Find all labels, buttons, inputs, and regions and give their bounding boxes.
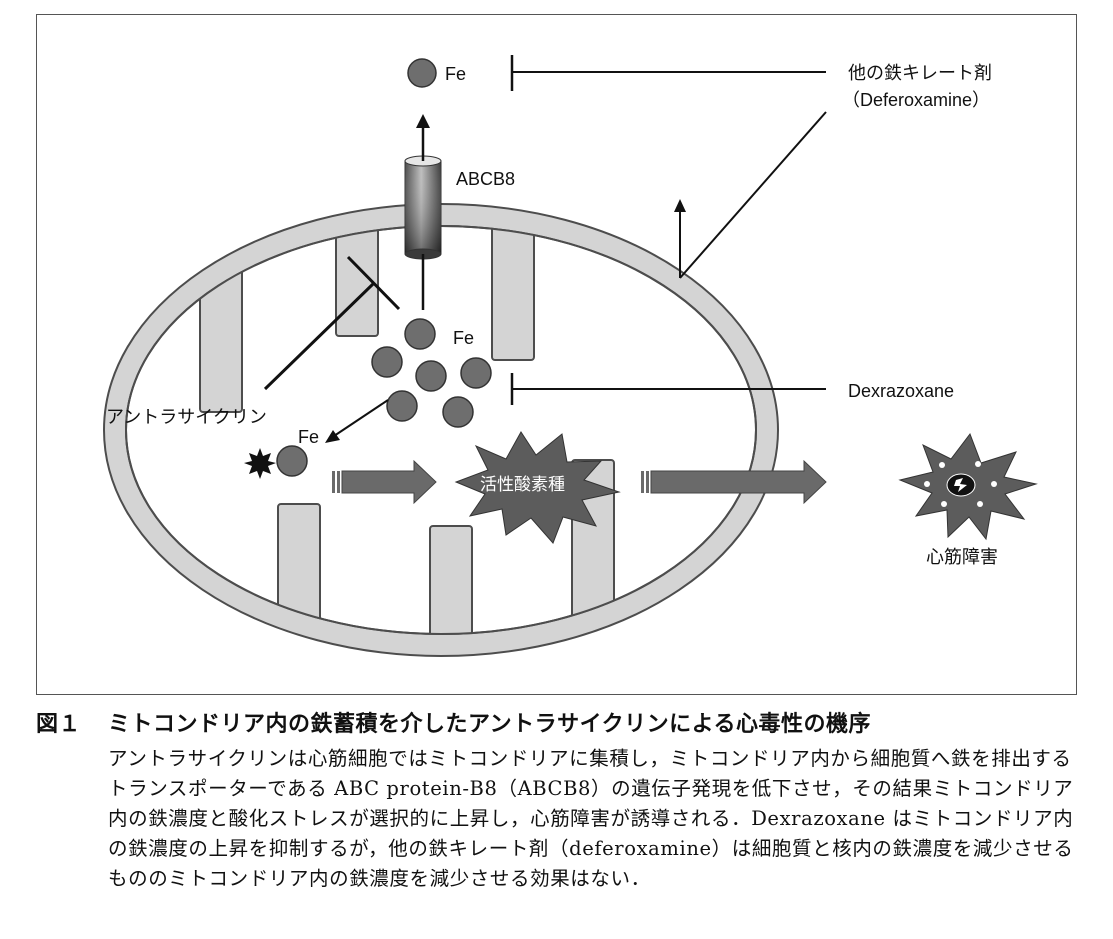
fe-cytoplasm-icon	[407, 58, 437, 88]
chelator-entry-arrow	[674, 111, 827, 279]
fe-cluster	[371, 318, 492, 428]
figure-caption: 図１ ミトコンドリア内の鉄蓄積を介したアントラサイクリンによる心毒性の機序 アント…	[36, 706, 1081, 894]
fe-ion	[460, 357, 492, 389]
mitochondria-diagram: ABCB8 Fe 他の鉄キレート剤 （Deferoxamine） アントラサイク…	[103, 55, 1038, 657]
figure-number: 図１	[36, 712, 82, 737]
ros-burst-icon	[454, 431, 621, 544]
mitochondrion	[103, 203, 779, 657]
crista	[429, 525, 473, 634]
crista	[571, 459, 615, 634]
dexrazoxane-label: Dexrazoxane	[848, 381, 954, 401]
anthracycline-label: アントラサイクリン	[106, 407, 267, 427]
crista	[277, 503, 321, 634]
ros-generation-arrow	[332, 459, 437, 505]
crista	[335, 226, 379, 337]
caption-body: アントラサイクリンは心筋細胞ではミトコンドリアに集積し，ミトコンドリア内から細胞…	[108, 747, 1074, 890]
chelator-label: 他の鉄キレート剤	[848, 63, 992, 83]
caption-title: 図１ ミトコンドリア内の鉄蓄積を介したアントラサイクリンによる心毒性の機序	[36, 706, 1081, 738]
cardiac-injury-label: 心筋障害	[926, 547, 998, 567]
cardiac-injury-arrow	[641, 459, 827, 505]
fe-ion	[386, 390, 418, 422]
dexrazoxane-inhibition	[510, 373, 826, 405]
chelator-sublabel: （Deferoxamine）	[842, 90, 990, 110]
abcb8-label: ABCB8	[456, 169, 515, 189]
fe-ion	[442, 396, 474, 428]
crista	[491, 226, 535, 361]
fe-cluster-label: Fe	[453, 328, 474, 348]
fe-ion	[371, 346, 403, 378]
fe-binding-arrow	[325, 399, 389, 443]
ros-label: 活性酸素種	[480, 475, 565, 495]
fe-cytoplasm-label: Fe	[445, 64, 466, 84]
fe-ion	[404, 318, 436, 350]
fe-export-arrow	[416, 114, 430, 161]
anthracycline-inhibition	[263, 255, 401, 391]
fe-ion	[415, 360, 447, 392]
damaged-cell-icon	[898, 432, 1038, 541]
fe-complex-icon	[276, 445, 308, 477]
abcb8-transporter	[404, 155, 442, 260]
fe-complex-label: Fe	[298, 427, 319, 447]
anthracycline-star-icon	[244, 448, 276, 479]
chelator-inhibition	[510, 55, 826, 91]
caption-heading: ミトコンドリア内の鉄蓄積を介したアントラサイクリンによる心毒性の機序	[108, 712, 872, 737]
